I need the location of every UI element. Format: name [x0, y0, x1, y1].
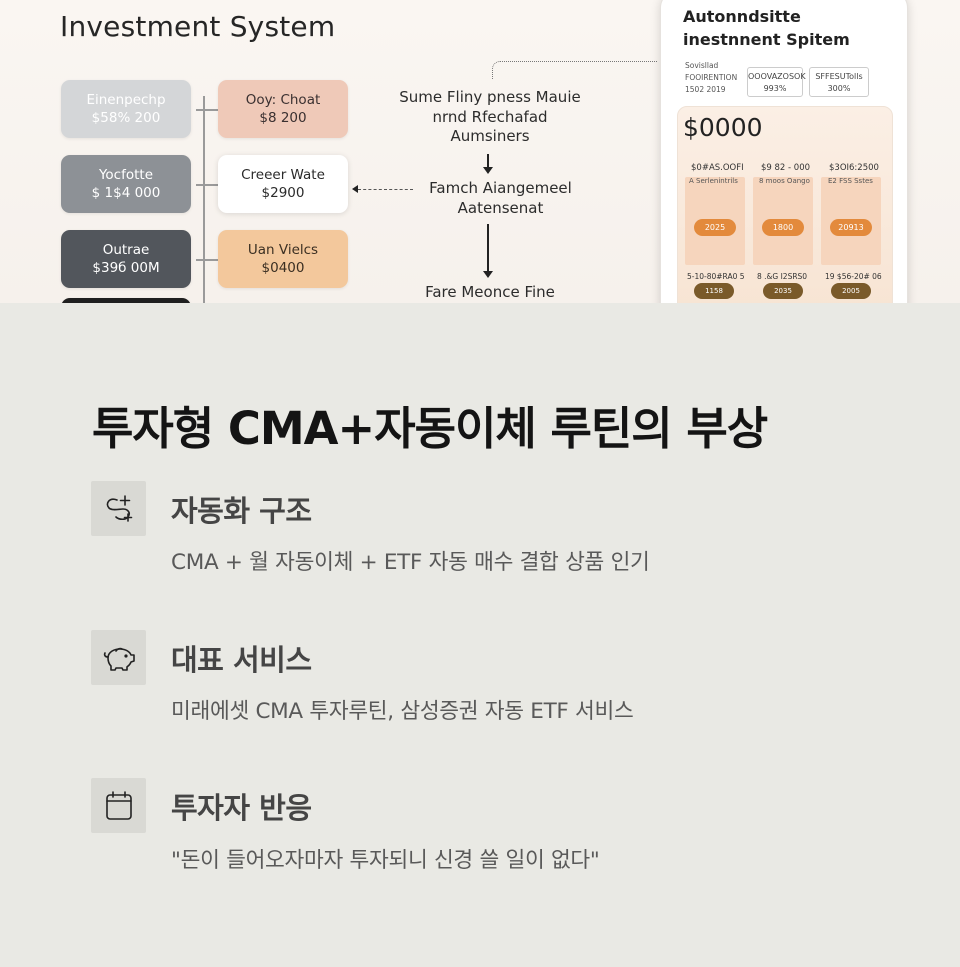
left-card: Einenpechp $58% 200: [61, 80, 191, 138]
right-card: Creeer Wate $2900: [218, 155, 348, 213]
chip-label: SFFESUTolls: [815, 72, 863, 81]
phone-info-line: FOOIRENTION: [685, 73, 738, 82]
column-pill: 1800: [762, 219, 804, 236]
card-label: Uan Vielcs: [247, 242, 319, 258]
chip-label: OOOVAZOSOK: [748, 72, 806, 81]
connector-line: [203, 96, 205, 303]
phone-amount: $0000: [683, 113, 763, 142]
flow-step-text: Fare Meonce Fine: [425, 283, 555, 301]
card-value: $39б 00M: [92, 260, 160, 276]
down-arrow-icon: [483, 154, 493, 174]
footer-pill: 2035: [763, 283, 803, 299]
connector-tick: [196, 184, 218, 186]
card-value: $0400: [261, 260, 305, 276]
footer-pill: 2005: [831, 283, 871, 299]
left-card: Yocfotte $ 1$4 000: [61, 155, 191, 213]
feature-heading: 투자자 반응: [171, 791, 312, 825]
column-pill: 20913: [830, 219, 872, 236]
column-header: $0#AS.OOFI: [691, 163, 744, 173]
piggy-bank-icon: [91, 630, 146, 685]
column-pill: 2025: [694, 219, 736, 236]
flow-step-text: Famch Aiangemeel Aatensenat: [429, 179, 572, 217]
left-card: [61, 298, 191, 303]
link-plus-icon: [91, 481, 146, 536]
column-header: $3OI6:2500: [829, 163, 879, 173]
column-sub: A Serlenintrils: [689, 177, 738, 185]
illustration-title: Investment System: [60, 10, 336, 43]
hero-illustration: Investment System Einenpechp $58% 200 Yo…: [0, 0, 960, 303]
phone-info-label: Sovisllad: [685, 61, 719, 70]
feature-heading: 대표 서비스: [171, 643, 312, 677]
card-value: $ 1$4 000: [91, 185, 161, 201]
card-value: $8 200: [259, 110, 307, 126]
right-card: Uan Vielcs $0400: [218, 230, 348, 288]
phone-title: Autonndsitte inestnnent Spitem: [683, 7, 850, 49]
column-sub: 8 moos Oango: [759, 177, 810, 185]
card-label: Outrae: [102, 242, 150, 258]
phone-mockup: Autonndsitte inestnnent Spitem Sovisllad…: [660, 0, 908, 303]
card-label: Creeer Wate: [241, 167, 325, 183]
dashed-arrow-icon: [352, 185, 413, 193]
feature-description: CMA + 월 자동이체 + ETF 자동 매수 결합 상품 인기: [171, 550, 650, 575]
footer-text: 8 .&G I2SRS0: [757, 272, 808, 281]
connector-tick: [196, 259, 218, 261]
feature-heading: 자동화 구조: [171, 494, 312, 528]
card-label: Ooy: Choat: [245, 92, 321, 108]
column-header: $9 82 - 000: [761, 163, 811, 173]
phone-stat-chip: SFFESUTolls 300%: [809, 67, 869, 97]
phone-stat-chip: OOOVAZOSOK 993%: [747, 67, 806, 97]
feature-description: 미래에셋 CMA 투자루틴, 삼성증권 자동 ETF 서비스: [171, 699, 634, 724]
main-title: 투자형 CMA+자동이체 루틴의 부상: [92, 402, 768, 455]
card-value: $2900: [261, 185, 305, 201]
footer-text: 5-10-80#RA0 5: [687, 272, 745, 281]
right-card: Ooy: Choat $8 200: [218, 80, 348, 138]
chip-value: 993%: [763, 84, 787, 93]
card-label: Yocfotte: [98, 167, 154, 183]
phone-info-value: 1502 2019: [685, 85, 726, 94]
flow-step-text: Sume Fliny pness Mauie nrnd Rfechafad Au…: [399, 88, 581, 145]
footer-text: 19 $56-20# 06: [825, 272, 882, 281]
card-label: Einenpechp: [86, 92, 166, 108]
connector-tick: [196, 109, 218, 111]
left-card: Outrae $39б 00M: [61, 230, 191, 288]
feature-description: "돈이 들어오자마자 투자되니 신경 쓸 일이 없다": [171, 848, 600, 873]
footer-pill: 1158: [694, 283, 734, 299]
down-arrow-icon: [483, 224, 493, 278]
chip-value: 300%: [827, 84, 851, 93]
dotted-connector: [492, 61, 657, 79]
calendar-icon: [91, 778, 146, 833]
card-value: $58% 200: [91, 110, 161, 126]
column-sub: E2 FSS Sstes: [828, 177, 873, 185]
